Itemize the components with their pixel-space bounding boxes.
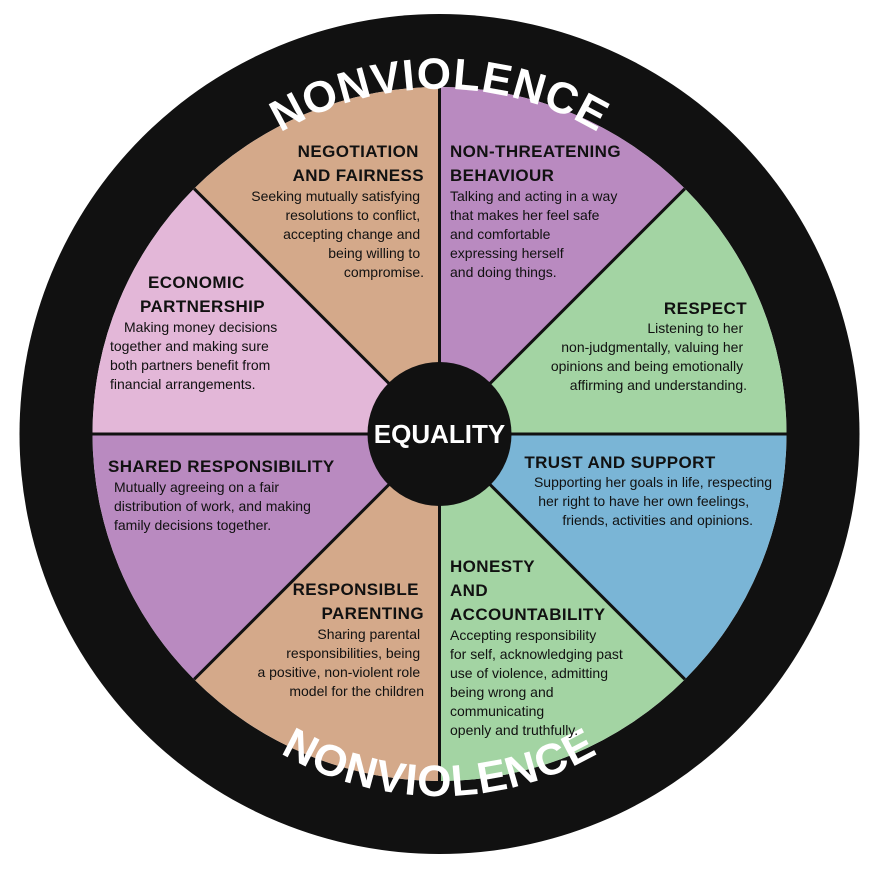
segment-responsible-parenting: RESPONSIBLE PARENTING Sharing parental r… <box>257 580 424 699</box>
segment-respect: RESPECT Listening to her non-judgmentall… <box>551 299 747 393</box>
segment-description: Accepting responsibility for self, ackno… <box>450 627 627 738</box>
segment-description: Mutually agreeing on a fair distribution… <box>114 479 315 533</box>
segment-title: RESPONSIBLE PARENTING <box>293 580 424 623</box>
wedge-honesty <box>439 434 685 781</box>
segment-trust-support: TRUST AND SUPPORT Supporting her goals i… <box>524 453 776 528</box>
wedge-shared <box>92 434 440 680</box>
center-label: EQUALITY <box>374 419 505 449</box>
wedge-negotiation <box>194 87 440 434</box>
segment-description: Listening to her non-judgmentally, valui… <box>551 320 747 393</box>
segment-shared-responsibility: SHARED RESPONSIBILITY Mutually agreeing … <box>108 457 335 533</box>
segment-negotiation-fairness: NEGOTIATION AND FAIRNESS Seeking mutuall… <box>251 142 424 280</box>
wedge-trust <box>439 434 787 680</box>
segment-description: Making money decisions together and maki… <box>110 319 281 392</box>
segment-title: TRUST AND SUPPORT <box>524 453 716 472</box>
segment-description: Seeking mutually satisfying resolutions … <box>251 188 424 280</box>
segment-title: HONESTY AND ACCOUNTABILITY <box>450 557 606 624</box>
segment-title: ECONOMIC PARTNERSHIP <box>140 273 265 316</box>
wedge-parenting <box>194 434 440 781</box>
segment-title: NON-THREATENING BEHAVIOUR <box>450 142 626 185</box>
wedge-respect <box>439 188 787 434</box>
segment-description: Sharing parental responsibilities, being… <box>257 626 424 699</box>
segment-title: RESPECT <box>664 299 747 318</box>
equality-hub <box>367 362 512 506</box>
segment-honesty-accountability: HONESTY AND ACCOUNTABILITY Accepting res… <box>450 557 627 738</box>
segment-title: NEGOTIATION AND FAIRNESS <box>293 142 424 185</box>
segment-non-threatening-behaviour: NON-THREATENING BEHAVIOUR Talking and ac… <box>450 142 626 280</box>
segment-economic-partnership: ECONOMIC PARTNERSHIP Making money decisi… <box>110 273 281 392</box>
segment-description: Talking and acting in a way that makes h… <box>450 188 621 280</box>
wedge-economic <box>92 188 440 434</box>
wheel-segments <box>92 87 787 781</box>
wedge-non-threatening <box>439 87 685 434</box>
segment-description: Supporting her goals in life, respecting… <box>534 474 776 528</box>
segment-title: SHARED RESPONSIBILITY <box>108 457 335 476</box>
